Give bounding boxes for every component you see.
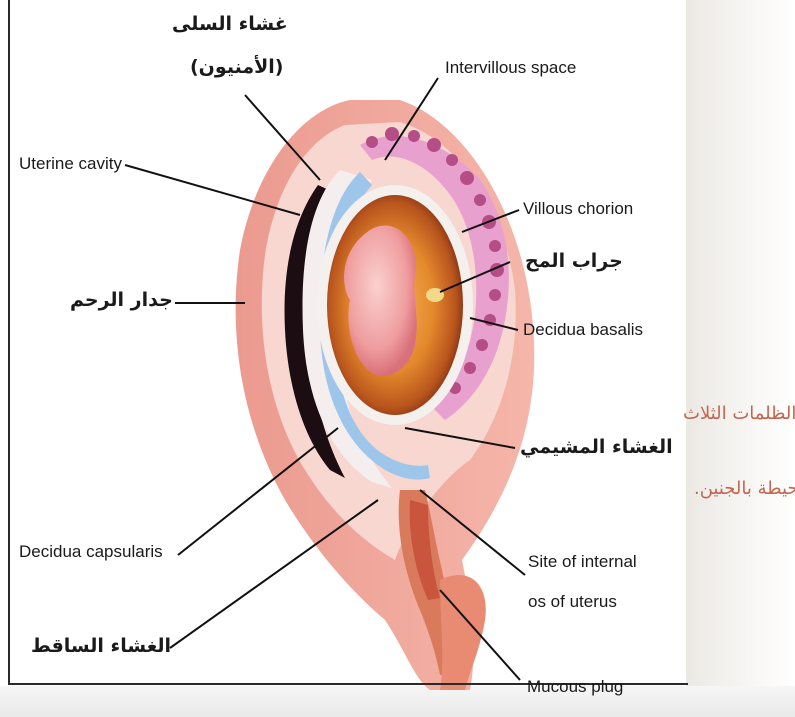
frame-left-border xyxy=(8,0,10,684)
side-caption-line1: الظلمات الثلاث xyxy=(683,405,795,423)
label-uterine-wall-ar: جدار الرحم xyxy=(70,291,173,310)
label-internal-os-line2: os of uterus xyxy=(528,593,617,610)
label-villous-chorion: Villous chorion xyxy=(523,200,633,217)
label-mucous-plug: Mucous plug xyxy=(527,678,623,695)
label-decidua-basalis: Decidua basalis xyxy=(523,321,643,338)
label-amnion-ar-line2: (الأمنيون) xyxy=(190,58,283,77)
label-yolk-sac-ar: جراب المح xyxy=(525,252,623,271)
label-amnion-ar-line1: غشاء السلى xyxy=(172,15,288,34)
label-decidua-capsularis: Decidua capsularis xyxy=(19,543,163,560)
side-caption-line2: المحيطة بالجنين. xyxy=(694,480,795,498)
label-chorion-ar: الغشاء المشيمي xyxy=(520,438,673,457)
label-uterine-cavity: Uterine cavity xyxy=(19,155,122,172)
label-internal-os-line1: Site of internal xyxy=(528,553,637,570)
yolk-sac xyxy=(426,288,444,302)
label-decidua-ar: الغشاء الساقط xyxy=(31,637,171,656)
label-intervillous-space: Intervillous space xyxy=(445,59,576,76)
